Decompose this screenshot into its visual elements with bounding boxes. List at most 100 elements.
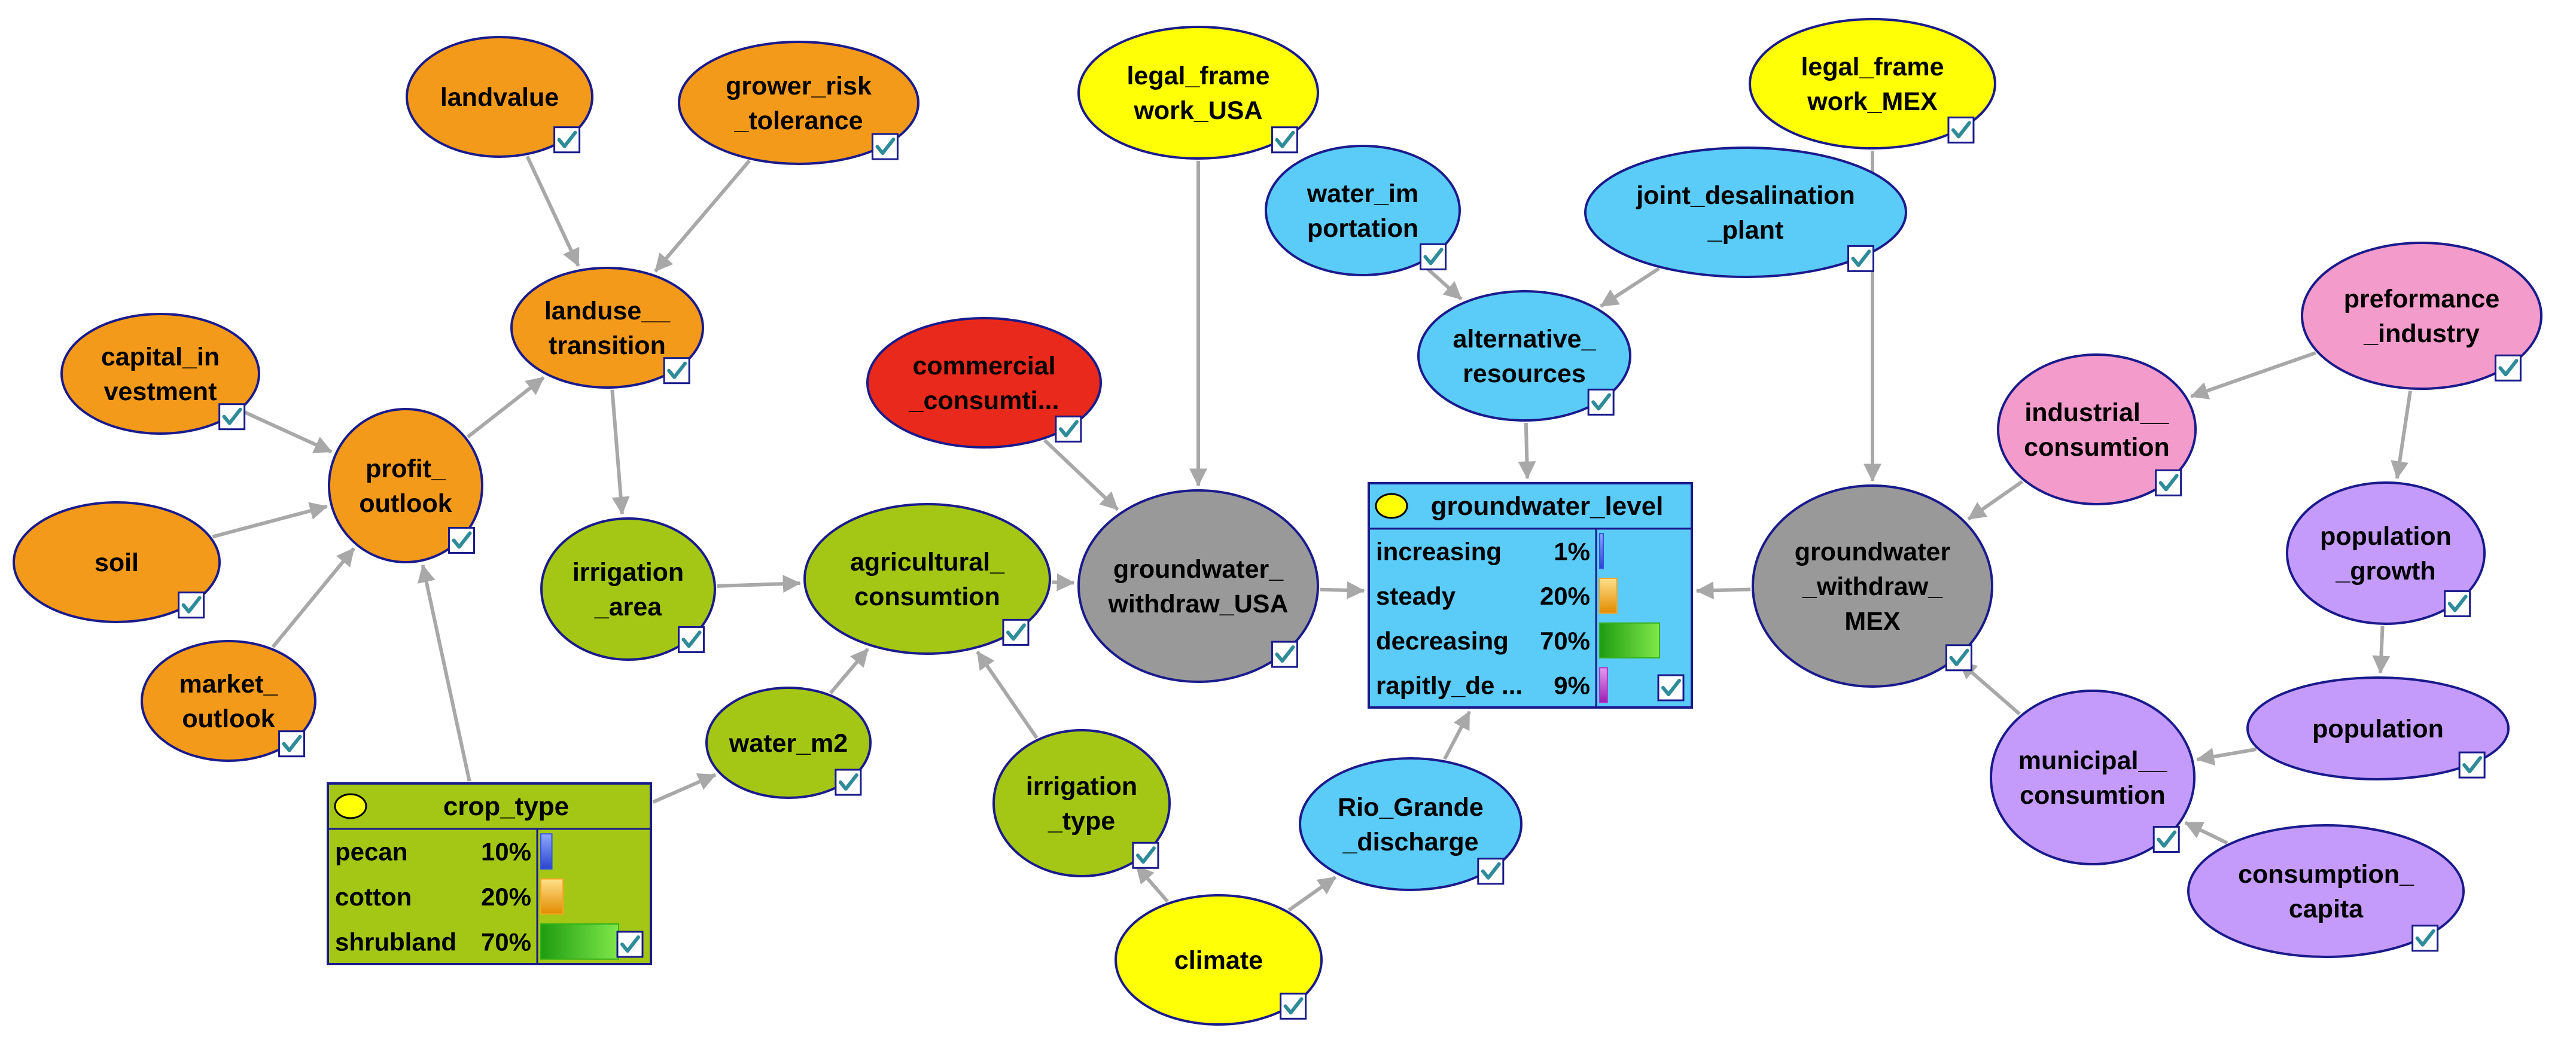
edge-alternative-resources-to-groundwater-level xyxy=(1518,422,1536,480)
checkbox-icon[interactable] xyxy=(1280,992,1307,1020)
node-shape xyxy=(510,267,704,389)
edges-layer xyxy=(212,151,2413,912)
checkbox-icon[interactable] xyxy=(1847,245,1875,272)
checkbox-icon[interactable] xyxy=(871,133,899,160)
edge-preformance-industry-to-industrial-consumtion xyxy=(2190,351,2316,399)
node-population-growth[interactable]: population_growth xyxy=(2286,481,2486,625)
checkbox-icon[interactable] xyxy=(218,403,246,431)
node-label: industrial__ xyxy=(2024,398,2169,427)
checkbox-icon[interactable] xyxy=(1657,674,1685,702)
node-label: _plant xyxy=(1707,216,1784,245)
state-percent: 9% xyxy=(1554,672,1590,700)
node-industrial-consumtion[interactable]: industrial__consumtion xyxy=(1997,353,2197,505)
table-title: groundwater_level xyxy=(1431,492,1664,521)
node-shape xyxy=(540,517,716,661)
node-shape xyxy=(678,41,919,165)
node-agricultural-consumtion[interactable]: agricultural_consumtion xyxy=(803,503,1051,655)
node-label: irrigation xyxy=(1026,772,1137,801)
node-label: agricultural_ xyxy=(850,548,1005,577)
edge-groundwater-withdraw-usa-to-groundwater-level xyxy=(1320,581,1365,599)
node-municipal-consumtion[interactable]: municipal__consumtion xyxy=(1990,690,2196,865)
node-alternative-resources[interactable]: alternative_resources xyxy=(1417,290,1631,422)
node-label: outlook xyxy=(182,705,275,733)
checkbox-icon[interactable] xyxy=(616,931,644,958)
checkbox-icon[interactable] xyxy=(678,626,705,653)
edge-crop-type-to-water-m2 xyxy=(652,773,717,804)
node-label: legal_frame xyxy=(1126,62,1269,90)
node-label: landuse__ xyxy=(544,297,671,325)
edge-landuse-transition-to-irrigation-area xyxy=(610,389,630,515)
state-percent: 1% xyxy=(1554,537,1590,565)
checkbox-icon[interactable] xyxy=(1271,126,1298,154)
checkbox-icon[interactable] xyxy=(835,768,862,796)
node-groundwater-withdraw-mex[interactable]: groundwater_withdraw_MEX xyxy=(1752,484,1993,688)
node-label: consumtion xyxy=(2020,781,2166,810)
node-label: Rio_Grande xyxy=(1338,793,1484,822)
node-label: withdraw_USA xyxy=(1107,590,1288,618)
node-commercial-consumtion[interactable]: commercial_consumti... xyxy=(866,317,1102,449)
checkbox-icon[interactable] xyxy=(663,357,690,385)
checkbox-icon[interactable] xyxy=(1945,644,1972,672)
node-rio-grande-discharge[interactable]: Rio_Grande_discharge xyxy=(1299,757,1523,891)
checkbox-icon[interactable] xyxy=(1271,641,1298,668)
node-irrigation-area[interactable]: irrigation_area xyxy=(540,517,716,661)
node-consumption-capita[interactable]: consumption_capita xyxy=(2187,824,2465,958)
checkbox-icon[interactable] xyxy=(1002,618,1030,646)
node-market-outlook[interactable]: market_outlook xyxy=(141,640,316,762)
state-label: steady xyxy=(1376,582,1456,610)
node-water-m2[interactable]: water_m2 xyxy=(705,687,872,799)
node-population[interactable]: population xyxy=(2246,676,2510,780)
checkbox-icon[interactable] xyxy=(1420,243,1447,270)
checkbox-icon[interactable] xyxy=(2152,826,2180,853)
checkbox-icon[interactable] xyxy=(1947,116,1975,144)
node-shape xyxy=(1417,290,1631,422)
node-soil[interactable]: soil xyxy=(13,501,221,623)
node-climate[interactable]: climate xyxy=(1115,894,1323,1026)
node-irrigation-type[interactable]: irrigation_type xyxy=(992,729,1171,877)
node-shape xyxy=(2187,824,2465,958)
checkbox-icon[interactable] xyxy=(553,126,581,154)
edge-consumption-capita-to-municipal-consumtion xyxy=(2184,821,2228,845)
checkbox-icon[interactable] xyxy=(2458,751,2486,779)
node-groundwater-withdraw-usa[interactable]: groundwater_withdraw_USA xyxy=(1077,489,1319,683)
nodes-layer: landvalue grower_risk_tolerance landuse__t… xyxy=(13,18,2542,1026)
edge-population-growth-to-population xyxy=(2372,626,2391,674)
node-profit-outlook[interactable]: profit_outlook xyxy=(328,408,483,563)
node-preformance-industry[interactable]: preformance_industry xyxy=(2301,242,2542,390)
probability-bar xyxy=(1599,667,1608,703)
checkbox-icon[interactable] xyxy=(2411,925,2439,952)
checkbox-icon[interactable] xyxy=(1587,388,1615,416)
checkbox-icon[interactable] xyxy=(1055,415,1082,443)
probability-bar xyxy=(540,923,619,960)
checkbox-icon[interactable] xyxy=(278,730,306,758)
node-landvalue[interactable]: landvalue xyxy=(406,36,593,158)
edge-soil-to-profit-outlook xyxy=(212,502,328,539)
checkbox-icon[interactable] xyxy=(2494,354,2522,382)
checkbox-icon[interactable] xyxy=(2444,590,2471,617)
edge-preformance-industry-to-population-growth xyxy=(2391,390,2413,480)
node-shape xyxy=(1299,757,1523,891)
node-label: water_im xyxy=(1307,179,1418,208)
node-label: capital_in xyxy=(101,343,220,371)
checkbox-icon[interactable] xyxy=(448,527,476,554)
node-label: commercial xyxy=(912,352,1055,380)
checkbox-icon[interactable] xyxy=(1132,841,1159,869)
node-joint-desalination-plant[interactable]: joint_desalination_plant xyxy=(1584,147,1907,278)
checkbox-icon[interactable] xyxy=(1477,858,1505,885)
node-label: transition xyxy=(549,331,666,360)
checkbox-icon[interactable] xyxy=(178,591,205,619)
node-shape xyxy=(1265,145,1461,276)
probability-bar xyxy=(540,833,553,870)
checkbox-icon[interactable] xyxy=(2155,469,2182,496)
edge-water-m2-to-agricultural-consumtion xyxy=(829,648,870,694)
node-landuse-transition[interactable]: landuse__ transition xyxy=(510,267,704,389)
edge-commercial-consumtion-to-groundwater-withdraw-usa xyxy=(1043,438,1119,511)
node-grower-risk-tolerance[interactable]: grower_risk_tolerance xyxy=(678,41,919,165)
node-shape xyxy=(992,729,1171,877)
